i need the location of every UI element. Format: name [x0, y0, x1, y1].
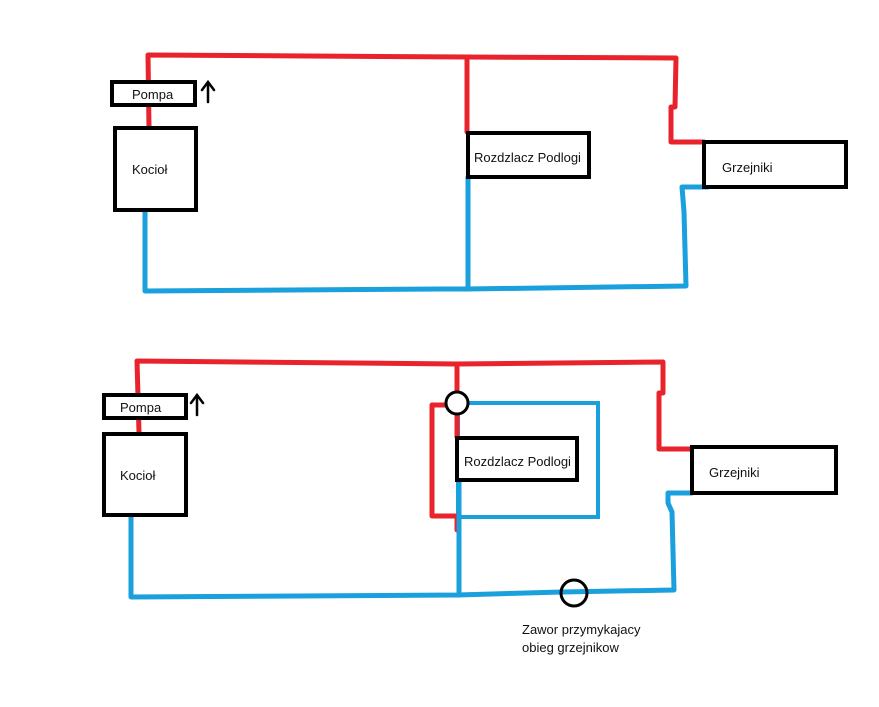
bottom-pump-up-arrow-icon — [189, 392, 205, 417]
top-pump-box — [110, 80, 197, 107]
top-boiler-label: Kocioł — [132, 162, 168, 177]
top-radiators-label: Grzejniki — [722, 160, 773, 175]
bottom-boiler-box — [102, 432, 188, 517]
bottom-supply-main — [134, 358, 695, 452]
top-pump-up-arrow-icon — [200, 79, 216, 104]
top-return-main — [142, 184, 711, 294]
top-pump-label: Pompa — [132, 87, 174, 102]
valve-note-line1: Zawor przymykajacy — [522, 622, 641, 637]
bottom-manifold-label: Rozdzlacz Podlogi — [464, 454, 571, 469]
bottom-return-main — [128, 490, 695, 600]
top-radiators-box — [702, 140, 848, 189]
bottom-radiators-label: Grzejniki — [709, 465, 760, 480]
top-boiler-box — [113, 126, 198, 212]
bottom-return-pipes — [128, 477, 695, 600]
diagram-bottom: Pompa Kocioł Rozdzlacz Podlogi Grzejniki… — [102, 358, 838, 655]
bottom-pump-box — [102, 393, 188, 420]
top-supply-pipes — [145, 52, 707, 145]
top-supply-main — [145, 52, 707, 145]
bottom-manifold-box — [455, 436, 579, 482]
bottom-junction-valve-icon — [444, 390, 470, 416]
bottom-supply-side-loop — [429, 402, 460, 533]
top-manifold-box — [466, 131, 591, 179]
bottom-radiators-box — [690, 445, 838, 495]
top-manifold-label: Rozdzlacz Podlogi — [474, 150, 581, 165]
top-return-pipes — [142, 174, 711, 294]
bottom-shutoff-valve-icon — [559, 578, 589, 608]
bottom-pump-label: Pompa — [120, 400, 162, 415]
diagram-top: Pompa Kocioł Rozdzlacz Podlogi Grzejniki — [110, 52, 848, 294]
valve-note-line2: obieg grzejnikow — [522, 640, 619, 655]
bottom-supply-pipes — [134, 358, 695, 533]
bottom-boiler-label: Kocioł — [120, 468, 156, 483]
